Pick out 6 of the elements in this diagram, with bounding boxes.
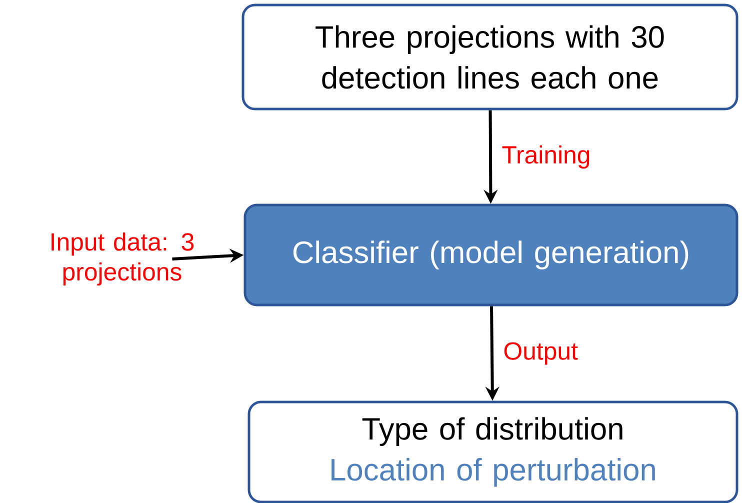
process-box: Classifier (model generation) <box>244 204 738 306</box>
edge-label: Training <box>502 145 590 169</box>
process-box: Three projections with 30 detection lines each one <box>242 4 738 110</box>
edge-label: Output <box>504 342 578 365</box>
input-label: Input data: 3 projections <box>52 232 194 286</box>
process-box: Type of distribution Location of perturbation <box>248 400 738 503</box>
